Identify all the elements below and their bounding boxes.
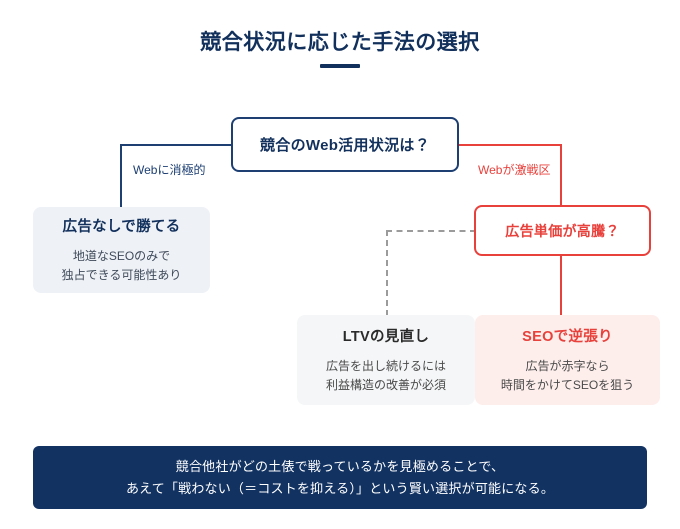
connector-cpc-to-ltv-horizontal-dashed xyxy=(386,230,476,232)
connector-root-to-left-horizontal xyxy=(121,144,233,146)
summary-banner: 競合他社がどの土俵で戦っているかを見極めることで、 あえて「戦わない（＝コストを… xyxy=(33,446,647,509)
connector-root-to-right-vertical xyxy=(560,144,562,206)
outcome-title: LTVの見直し xyxy=(342,329,430,345)
page-title: 競合状況に応じた手法の選択 xyxy=(200,31,480,54)
connector-cpc-to-ltv-vertical-dashed xyxy=(386,230,388,316)
connector-cpc-to-seo-vertical xyxy=(560,255,562,316)
decision-box-competitor-web-usage[interactable]: 競合のWeb活用状況は？ xyxy=(231,117,459,172)
decision-box-ad-cpc-surge[interactable]: 広告単価が高騰？ xyxy=(474,205,651,256)
outcome-title: SEOで逆張り xyxy=(522,329,613,345)
outcome-line-1: 広告を出し続けるには xyxy=(325,359,446,373)
outcome-card-seo-contrarian[interactable]: SEOで逆張り 広告が赤字なら 時間をかけてSEOを狙う xyxy=(475,315,660,405)
outcome-line-1: 広告が赤字なら xyxy=(525,359,610,373)
summary-line-2: あえて「戦わない（＝コストを抑える）」という賢い選択が可能になる。 xyxy=(125,480,555,496)
outcome-line-2: 独占できる可能性あり xyxy=(61,268,182,282)
summary-line-1: 競合他社がどの土俵で戦っているかを見極めることで、 xyxy=(175,458,505,474)
branch-label-passive-web: Webに消極的 xyxy=(133,163,206,177)
connector-root-to-left-vertical xyxy=(120,144,122,208)
branch-label-competitive-web: Webが激戦区 xyxy=(478,163,551,177)
outcome-title: 広告なしで勝てる xyxy=(62,219,181,235)
outcome-card-ltv-review[interactable]: LTVの見直し 広告を出し続けるには 利益構造の改善が必須 xyxy=(297,315,475,405)
outcome-line-2: 時間をかけてSEOを狙う xyxy=(500,378,635,392)
connector-root-to-right-horizontal xyxy=(457,144,562,146)
title-underline-accent xyxy=(320,64,360,68)
outcome-card-win-without-ads[interactable]: 広告なしで勝てる 地道なSEOのみで 独占できる可能性あり xyxy=(33,207,210,293)
outcome-line-2: 利益構造の改善が必須 xyxy=(325,378,446,392)
outcome-line-1: 地道なSEOのみで xyxy=(72,249,171,263)
